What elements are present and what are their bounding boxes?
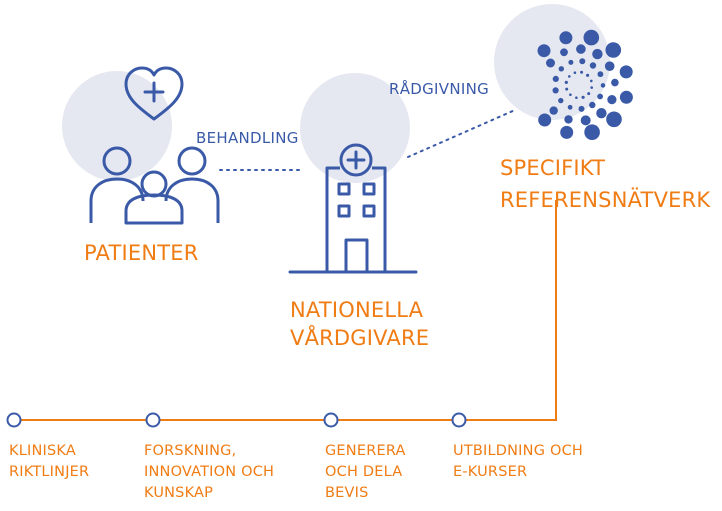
hospital-icon [288,143,418,274]
step-clinical-guidelines: KLINISKA RIKTLINJER [9,441,89,483]
network-dot-12 [597,93,603,100]
network-dot-27 [564,115,573,124]
step-2-line-2: INNOVATION OCH [144,464,275,480]
timeline-connector [10,200,557,421]
network-label-line1: SPECIFIKT [500,156,606,180]
network-label-line2: REFERENSNÄTVERK [500,188,711,212]
step-2-line-3: KUNSKAP [144,485,214,501]
step-2-line-1: FORSKNING, [144,443,237,459]
network-dot-23 [597,71,604,78]
network-dot-45 [606,111,622,128]
network-dot-2 [581,95,585,99]
network-dot-5 [565,87,569,91]
network-dot-29 [546,58,555,68]
step-research: FORSKNING, INNOVATION OCH KUNSKAP [144,441,274,504]
network-dot-0 [590,86,593,89]
network-dot-43 [619,65,633,79]
network-dot-6 [564,80,568,84]
network-dot-14 [578,105,585,112]
network-dot-40 [559,31,573,45]
patients-halo [62,71,172,181]
network-dot-35 [607,95,617,105]
providers-label-line1: NATIONELLA [290,298,424,322]
step-4-line-2: E-KURSER [453,464,528,480]
treatment-label: BEHANDLING [196,129,299,147]
network-dot-17 [552,87,559,94]
network-dot-11 [590,79,593,83]
network-dot-7 [568,75,571,78]
network-dot-31 [576,44,586,54]
network-dot-10 [586,73,590,77]
network-dot-38 [538,113,552,127]
step-1-line-1: KLINISKA [9,443,76,459]
network-dot-19 [558,66,564,72]
timeline-node-2 [145,412,161,428]
timeline-node-4 [451,412,467,428]
step-4-line-1: UTBILDNING OCH [453,443,583,459]
providers-label-line2: VÅRDGIVARE [290,326,430,350]
network-dot-9 [580,70,584,74]
advice-label: RÅDGIVNING [389,80,490,98]
network-dot-36 [584,124,600,140]
timeline-node-3 [323,412,339,428]
network-dot-44 [619,90,633,104]
network-dot-41 [583,29,600,46]
network-dot-20 [568,59,574,65]
patients-label: PATIENTER [84,241,199,265]
step-education: UTBILDNING OCH E-KURSER [453,441,583,483]
network-icon [537,29,633,140]
network-dot-28 [549,106,558,115]
network-dot-42 [605,42,622,58]
network-dot-13 [589,101,596,109]
network-dot-37 [560,125,574,139]
network-dot-34 [611,78,619,87]
network-dot-1 [587,92,591,96]
network-dot-22 [589,62,597,69]
network-dot-32 [592,48,603,60]
network-dot-24 [600,83,606,88]
step-3-line-3: BEVIS [325,485,369,501]
network-dot-33 [604,61,615,71]
network-dot-3 [575,96,578,99]
network-dot-26 [580,115,591,126]
step-3-line-2: OCH DELA [325,464,403,480]
timeline-node-1 [6,412,22,428]
network-dot-8 [573,71,577,74]
network-dot-21 [579,58,586,65]
network-dot-39 [537,44,551,58]
network-dot-30 [560,48,568,57]
step-3-line-1: GENERERA [325,443,406,459]
network-dot-18 [552,75,559,82]
network-dot-25 [596,108,607,119]
network-dot-16 [558,97,564,104]
providers-halo [300,73,410,183]
advice-connector [407,109,516,158]
network-dot-4 [569,93,572,96]
step-1-line-2: RIKTLINJER [9,464,90,480]
network-dot-15 [567,104,573,110]
patients-icon [89,66,220,225]
step-evidence: GENERERA OCH DELA BEVIS [325,441,406,504]
